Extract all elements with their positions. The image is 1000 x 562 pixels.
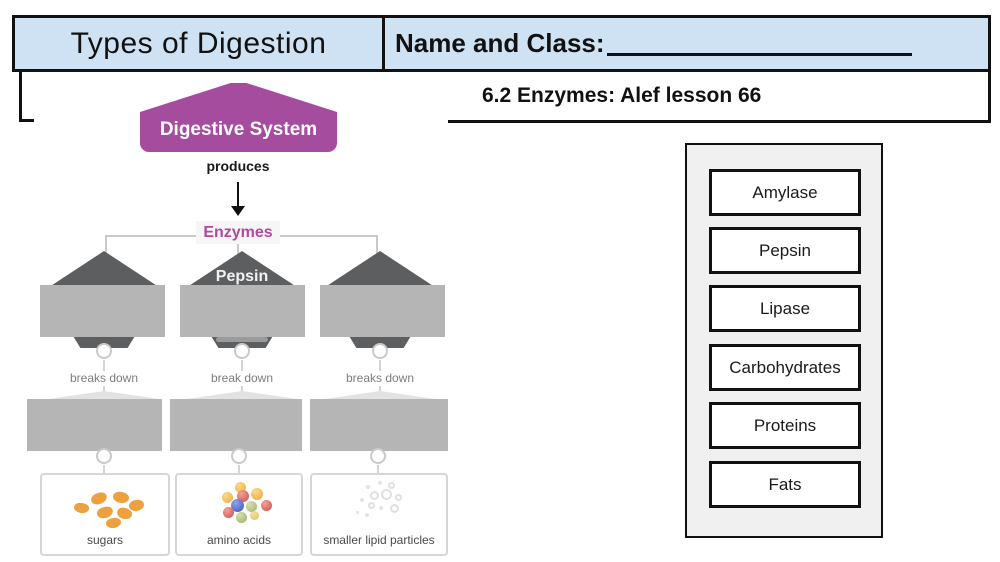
connector-line [238, 465, 240, 474]
connector-line [103, 360, 105, 371]
connector-node [96, 343, 112, 359]
connector-line [379, 360, 381, 371]
produces-label: produces [206, 158, 270, 174]
name-class-label: Name and Class: [395, 28, 605, 58]
word-bank-item-carbohydrates[interactable]: Carbohydrates [709, 344, 861, 391]
product-label-sugars: sugars [86, 533, 124, 547]
action-label-3: breaks down [345, 371, 415, 385]
digestive-system-banner: Digestive System [140, 83, 337, 152]
header-table: Types of Digestion Name and Class: [12, 15, 991, 72]
connector-line [103, 465, 105, 474]
connector-node [231, 448, 247, 464]
covered-text-remnant [216, 337, 268, 342]
word-bank-item-fats[interactable]: Fats [709, 461, 861, 508]
connector-node [370, 448, 386, 464]
page-title: Types of Digestion [70, 26, 327, 60]
word-bank-item-amylase[interactable]: Amylase [709, 169, 861, 216]
lesson-subtitle: 6.2 Enzymes: Alef lesson 66 [482, 84, 762, 107]
substrate-shape-peek [49, 391, 159, 399]
word-bank-item-pepsin[interactable]: Pepsin [709, 227, 861, 274]
product-label-amino-acids: amino acids [206, 533, 272, 547]
produces-arrow-head-icon [231, 206, 245, 216]
connector-node [96, 448, 112, 464]
action-label-2: break down [210, 371, 274, 385]
word-bank-item-lipase[interactable]: Lipase [709, 285, 861, 332]
blank-substrate-2[interactable] [170, 399, 302, 451]
connector-node [372, 343, 388, 359]
row2-left-tick [19, 119, 34, 122]
blank-enzyme-1[interactable] [40, 285, 165, 337]
blank-enzyme-2[interactable] [180, 285, 305, 337]
header-title-cell: Types of Digestion [15, 18, 385, 69]
pepsin-visible-label: Pepsin [215, 268, 269, 285]
product-label-lipids: smaller lipid particles [323, 533, 435, 547]
blank-substrate-1[interactable] [27, 399, 162, 451]
connector-left-horizontal [105, 235, 196, 237]
produces-arrow-line [237, 182, 239, 208]
enzymes-node: Enzymes [196, 221, 280, 244]
connector-left-vertical [105, 235, 107, 254]
connector-right-horizontal [280, 235, 378, 237]
connector-line [377, 465, 379, 474]
blank-enzyme-3[interactable] [320, 285, 445, 337]
word-bank-item-proteins[interactable]: Proteins [709, 402, 861, 449]
row2-right-border [988, 72, 991, 123]
connector-node [234, 343, 250, 359]
substrate-shape-peek [325, 391, 435, 399]
row2-left-border [19, 72, 22, 122]
connector-right-vertical [376, 235, 378, 254]
connector-middle-vertical [237, 244, 239, 256]
row2-bottom-border [448, 120, 991, 123]
connector-line [241, 360, 243, 371]
name-fill-line [606, 53, 912, 56]
digestive-system-label: Digestive System [159, 119, 318, 140]
substrate-shape-peek [187, 391, 297, 399]
action-label-1: breaks down [69, 371, 139, 385]
blank-substrate-3[interactable] [310, 399, 448, 451]
header-name-cell: Name and Class: [385, 18, 988, 69]
product-card-lipids [310, 473, 448, 556]
